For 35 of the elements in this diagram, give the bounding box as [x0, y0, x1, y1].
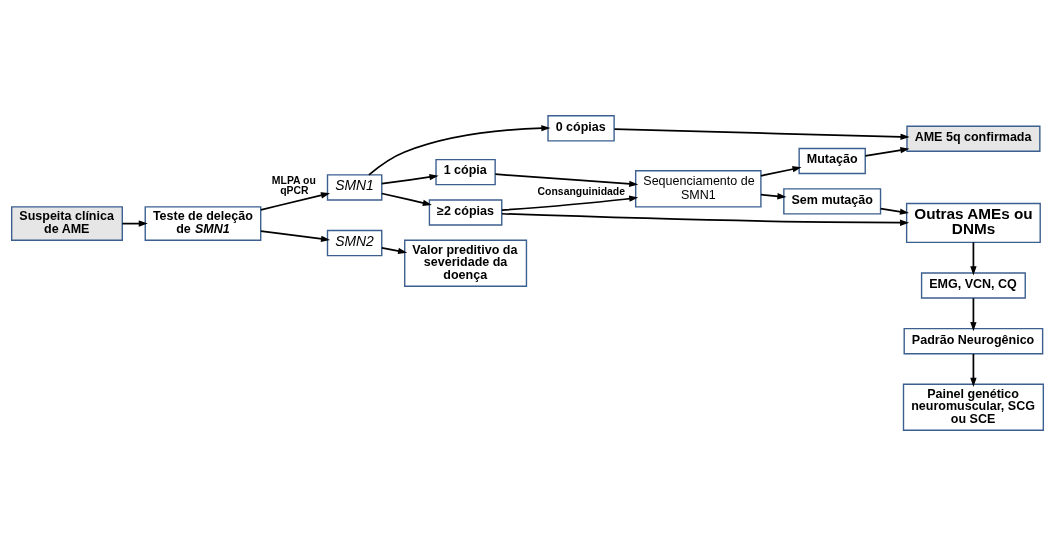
arrow — [260, 230, 331, 242]
arrow — [760, 166, 802, 177]
node-box: SMN1 — [326, 174, 383, 201]
arrow — [381, 192, 432, 206]
node-box: AME 5q confirmada — [906, 125, 1041, 152]
arrow — [494, 173, 639, 188]
node-box: Sequenciamento de SMN1 — [634, 170, 762, 208]
node-box: ≥2 cópias — [428, 199, 503, 226]
arrow — [970, 353, 977, 387]
node-box: Padrão Neurogênico — [903, 327, 1044, 355]
arrow — [613, 128, 910, 140]
arrow — [970, 241, 977, 276]
node-box: Outras AMEs ou DNMs — [905, 202, 1041, 244]
node-box: Valor preditivo da severidade da doença — [404, 239, 528, 287]
edge-label: Consanguinidade — [537, 186, 626, 198]
arrow — [381, 173, 439, 185]
arrow — [381, 247, 408, 255]
node-box: 1 cópia — [435, 158, 496, 186]
node-box: Suspeita clínica de AME — [10, 206, 123, 241]
node-box: Teste de deleção de SMN1 — [144, 206, 262, 241]
arrow — [760, 193, 787, 200]
node-box: 0 cópias — [547, 115, 615, 142]
arrow — [970, 297, 977, 332]
node-box: Sem mutação — [783, 188, 882, 215]
node-box: SMN2 — [326, 229, 383, 257]
node-box: Painel genético neuromuscular, SCG ou SCE — [902, 383, 1045, 431]
arrow — [879, 207, 909, 215]
arrow — [864, 147, 910, 157]
node-box: EMG, VCN, CQ — [920, 272, 1026, 299]
edge-label: MLPA ou qPCR — [271, 174, 316, 197]
arrow — [260, 192, 330, 211]
arrow — [368, 125, 551, 176]
arrow — [501, 212, 910, 226]
arrow — [501, 195, 639, 211]
node-box: Mutação — [798, 147, 866, 175]
